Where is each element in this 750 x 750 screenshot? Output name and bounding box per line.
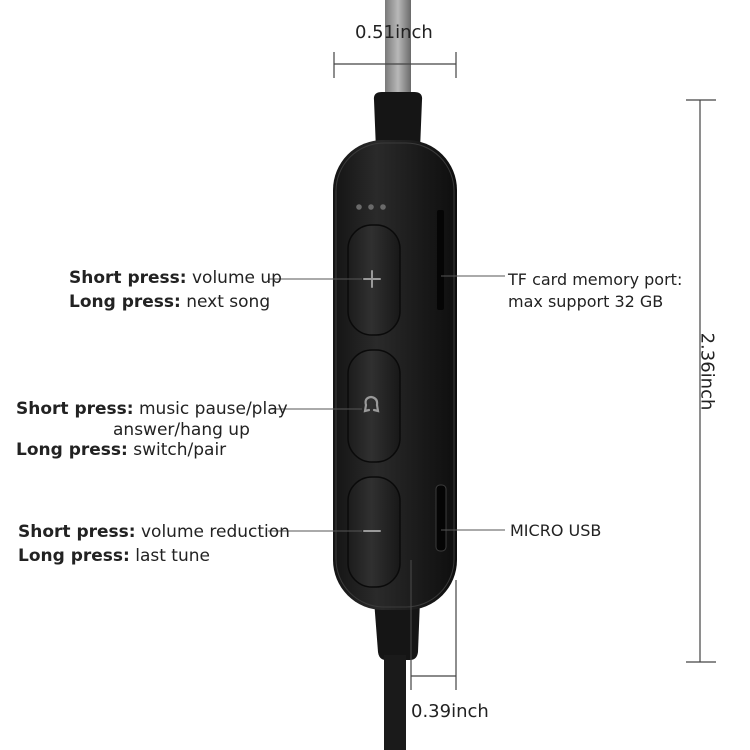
- label-text: next song: [180, 292, 271, 312]
- label-line: Short press: music pause/play: [16, 399, 288, 419]
- label-line: Long press: last tune: [18, 546, 210, 566]
- dimension-depth-label: 0.39inch: [411, 701, 489, 722]
- label-bold: Short press:: [18, 522, 136, 542]
- dimension-height-line: [686, 99, 716, 663]
- phone-icon: [363, 395, 380, 413]
- plus-icon: [363, 270, 381, 288]
- label-tf-card-line2: max support 32 GB: [508, 292, 664, 311]
- dimension-width-label: 0.51inch: [355, 22, 433, 43]
- play-pause-button[interactable]: [347, 349, 401, 463]
- label-bold: Long press:: [16, 440, 128, 460]
- label-text: volume up: [186, 268, 282, 288]
- label-text: volume reduction: [135, 522, 290, 542]
- cable-top: [385, 0, 411, 110]
- label-text: switch/pair: [127, 440, 227, 460]
- label-text: answer/hang up: [113, 420, 250, 440]
- label-micro-usb: MICRO USB: [510, 521, 602, 540]
- dimension-width-line: [333, 52, 457, 78]
- label-line: Short press: volume up: [69, 268, 282, 288]
- leader-lines: [268, 275, 505, 532]
- strain-relief-top: [373, 92, 423, 150]
- label-tf-card-line1: TF card memory port:: [508, 270, 683, 289]
- dimension-depth-line: [410, 560, 457, 690]
- cable-bottom: [384, 655, 406, 750]
- label-text: last tune: [129, 546, 210, 566]
- micro-usb-port: [435, 484, 447, 552]
- indicator-dots: [356, 204, 386, 210]
- strain-relief-bottom: [374, 600, 420, 660]
- dimension-height-label: 2.36inch: [696, 332, 718, 411]
- label-line: answer/hang up: [113, 420, 250, 440]
- label-bold: Short press:: [69, 268, 187, 288]
- label-bold: Long press:: [69, 292, 181, 312]
- label-bold: Short press:: [16, 399, 134, 419]
- label-line: Long press: next song: [69, 292, 270, 312]
- label-line: Long press: switch/pair: [16, 440, 226, 460]
- tf-card-slot: [437, 210, 444, 310]
- label-bold: Long press:: [18, 546, 130, 566]
- label-text: music pause/play: [133, 399, 288, 419]
- label-line: Short press: volume reduction: [18, 522, 290, 542]
